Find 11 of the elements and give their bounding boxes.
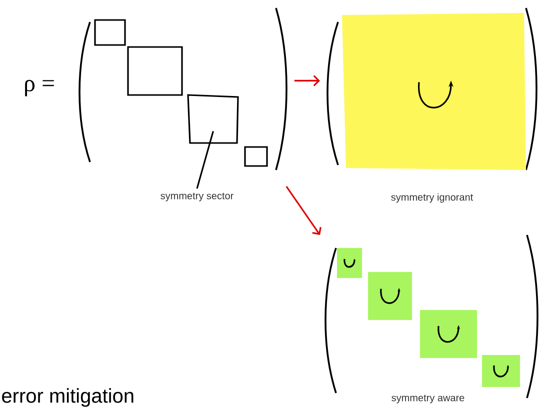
block-matrix-drawing [78, 8, 288, 170]
arrow [286, 186, 322, 235]
arrow [294, 75, 320, 86]
matrix-block [187, 94, 239, 144]
caption-text: symmetry sector [160, 192, 234, 202]
heading-text: error mitigation [2, 388, 134, 407]
filled-matrix-drawing [326, 8, 538, 170]
caption-text: symmetry aware [392, 394, 464, 404]
equation-label: ρ = [25, 80, 54, 96]
caption-text: symmetry ignorant [391, 193, 474, 203]
leader-line [196, 130, 214, 189]
